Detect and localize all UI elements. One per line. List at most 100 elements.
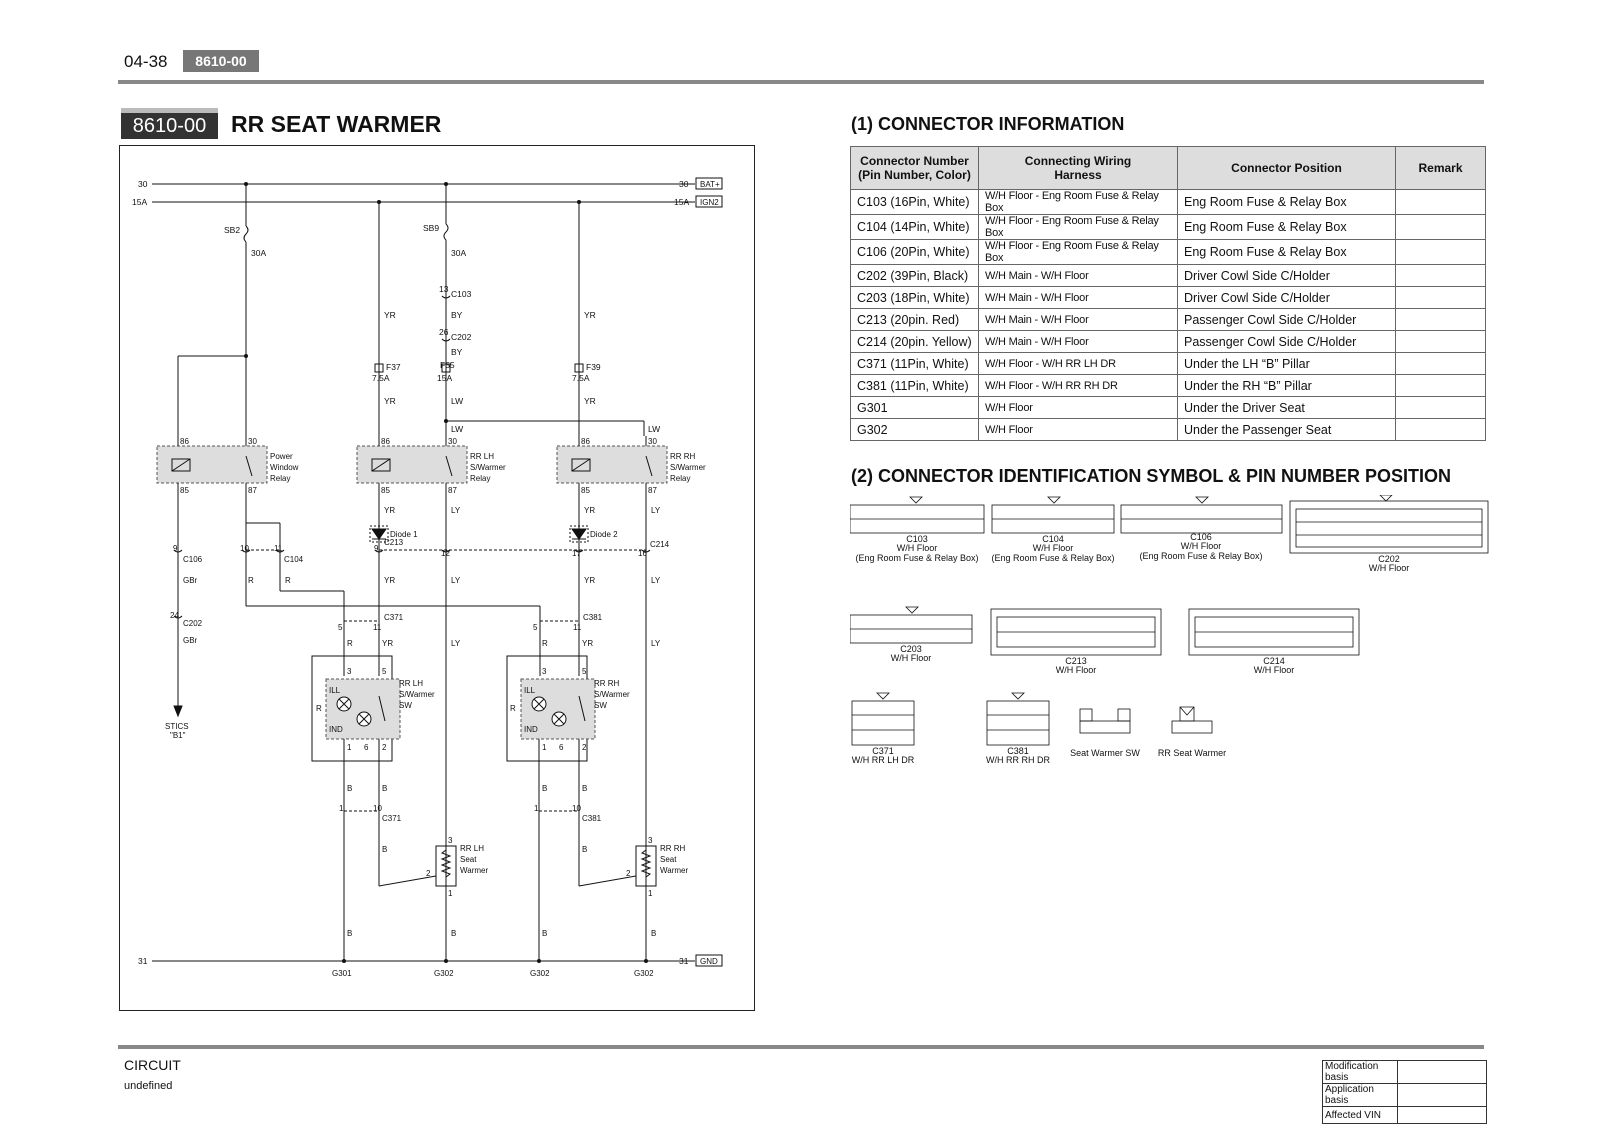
- sw1-pin-6: 6: [364, 743, 369, 752]
- app-basis-value: [1397, 1083, 1487, 1107]
- connector-number-cell: G301: [850, 396, 979, 419]
- position-cell: Under the LH “B” Pillar: [1177, 352, 1396, 375]
- position-cell: Driver Cowl Side C/Holder: [1177, 264, 1396, 287]
- wire-lw-1: LW: [451, 396, 463, 406]
- position-cell: Eng Room Fuse & Relay Box: [1177, 189, 1396, 215]
- relay-rr-lh: [356, 445, 468, 484]
- sw2-name-1: RR RH: [594, 679, 620, 688]
- wire-gbr-1: GBr: [183, 576, 198, 585]
- wire-yr-f39: YR: [584, 310, 596, 320]
- relay-2-name-2: S/Warmer: [470, 463, 506, 472]
- connector-c104-label: C104: [284, 555, 304, 564]
- w1-name-1: RR LH: [460, 844, 484, 853]
- sw1-ind: IND: [329, 725, 343, 734]
- position-cell: Under the Passenger Seat: [1177, 418, 1396, 441]
- c371-caption: C371: [872, 746, 894, 756]
- rail-31-right: 31: [679, 956, 689, 966]
- ground-g302-c: G302: [634, 969, 654, 978]
- wire-r-2: R: [285, 576, 291, 585]
- connector-c202-b: C202: [183, 619, 203, 628]
- connector-c381-label: C381: [583, 613, 603, 622]
- wire-yr-d1: YR: [384, 506, 395, 515]
- stics-label: STICS: [165, 722, 189, 731]
- pin-85-c: 85: [581, 486, 590, 495]
- pin-85-b: 85: [381, 486, 390, 495]
- position-cell: Eng Room Fuse & Relay Box: [1177, 214, 1396, 240]
- remark-cell: [1395, 330, 1486, 353]
- connector-number-cell: C203 (18Pin, White): [850, 286, 979, 309]
- connector-number-cell: C106 (20Pin, White): [850, 239, 979, 265]
- pin-17-c214: 17: [572, 549, 581, 558]
- connector-symbols-area: C103 W/H Floor (Eng Room Fuse & Relay Bo…: [849, 494, 1490, 775]
- remark-cell: [1395, 396, 1486, 419]
- harness-cell: W/H Floor - Eng Room Fuse & Relay Box: [978, 189, 1178, 215]
- wire-r-4: R: [542, 639, 548, 648]
- harness-cell: W/H Floor: [978, 396, 1178, 419]
- connector-c202-label: C202: [451, 332, 472, 342]
- relay-1-name-1: Power: [270, 452, 293, 461]
- wire-b-10: B: [651, 929, 656, 938]
- sw1-name-1: RR LH: [399, 679, 423, 688]
- sw2-name-2: S/Warmer: [594, 690, 630, 699]
- position-cell: Passenger Cowl Side C/Holder: [1177, 330, 1396, 353]
- modification-table: Modification basis Application basis Aff…: [1322, 1060, 1487, 1124]
- pin-87-c: 87: [648, 486, 657, 495]
- relay-2-name-1: RR LH: [470, 452, 494, 461]
- connector-c103-label: C103: [451, 289, 472, 299]
- harness-cell: W/H Floor - W/H RR LH DR: [978, 352, 1178, 375]
- relay-power-window: [156, 445, 268, 484]
- footer-title: CIRCUIT: [124, 1057, 181, 1073]
- seat-warmer-sw-symbol: [1079, 708, 1131, 734]
- connector-number-cell: C104 (14Pin, White): [850, 214, 979, 240]
- connector-number-cell: G302: [850, 418, 979, 441]
- connector-number-cell: C202 (39Pin, Black): [850, 264, 979, 287]
- connector-c202-symbol: [1289, 494, 1489, 554]
- sw1-name-2: S/Warmer: [399, 690, 435, 699]
- remark-cell: [1395, 308, 1486, 331]
- pin-16-c214: 16: [638, 549, 647, 558]
- wire-b-6: B: [582, 845, 587, 854]
- fuse-f55-rating: 15A: [437, 373, 452, 383]
- c371-sub: W/H RR LH DR: [852, 755, 915, 765]
- sw2-pin-3: 3: [542, 667, 547, 676]
- wire-yr-f37-b: YR: [384, 396, 396, 406]
- pin-86-b: 86: [381, 437, 390, 446]
- sw2-pin-1: 1: [542, 743, 547, 752]
- footer-subtitle: undefined: [124, 1080, 173, 1092]
- connector-c106-label: C106: [183, 555, 203, 564]
- rail-15a-right: 15A: [674, 197, 689, 207]
- connector-c213-symbol: [990, 608, 1162, 656]
- position-cell: Under the RH “B” Pillar: [1177, 374, 1396, 397]
- rail-30-right: 30: [679, 179, 689, 189]
- connector-c381-b: C381: [582, 814, 602, 823]
- sw1-pin-1: 1: [347, 743, 352, 752]
- c103-sub2: (Eng Room Fuse & Relay Box): [855, 553, 978, 563]
- pin-10-c371: 10: [373, 804, 382, 813]
- connector-c381-symbol: [986, 692, 1050, 746]
- switch-rr-rh: [506, 655, 596, 762]
- wire-lw-2: LW: [648, 424, 660, 434]
- w2-name-1: RR RH: [660, 844, 686, 853]
- harness-cell: W/H Floor: [978, 418, 1178, 441]
- pin-9-c106: 9: [173, 544, 178, 553]
- position-cell: Driver Cowl Side C/Holder: [1177, 286, 1396, 309]
- connector-number-cell: C213 (20pin. Red): [850, 308, 979, 331]
- connector-info-heading: (1) CONNECTOR INFORMATION: [851, 114, 1125, 134]
- c104-sub: W/H Floor: [1033, 543, 1074, 553]
- sw2-pin-5: 5: [582, 667, 587, 676]
- harness-cell: W/H Main - W/H Floor: [978, 308, 1178, 331]
- wire-by-1: BY: [451, 310, 463, 320]
- sw2-r: R: [510, 704, 516, 713]
- c214-sub: W/H Floor: [1254, 665, 1295, 675]
- wire-yr-5: YR: [582, 639, 593, 648]
- sw1-ill: ILL: [329, 686, 341, 695]
- header-divider: [118, 80, 1484, 84]
- c202-caption: C202: [1378, 554, 1400, 564]
- wiring-diagram: 30 15A 30 15A 31 31 BAT+ IGN2 GND SB2 30…: [119, 145, 755, 1011]
- sw2-pin-2: 2: [582, 743, 587, 752]
- connector-c104-symbol: [991, 496, 1115, 534]
- w1-name-3: Warmer: [460, 866, 488, 875]
- connector-info-table: Connector Number(Pin Number, Color) Conn…: [850, 146, 1486, 441]
